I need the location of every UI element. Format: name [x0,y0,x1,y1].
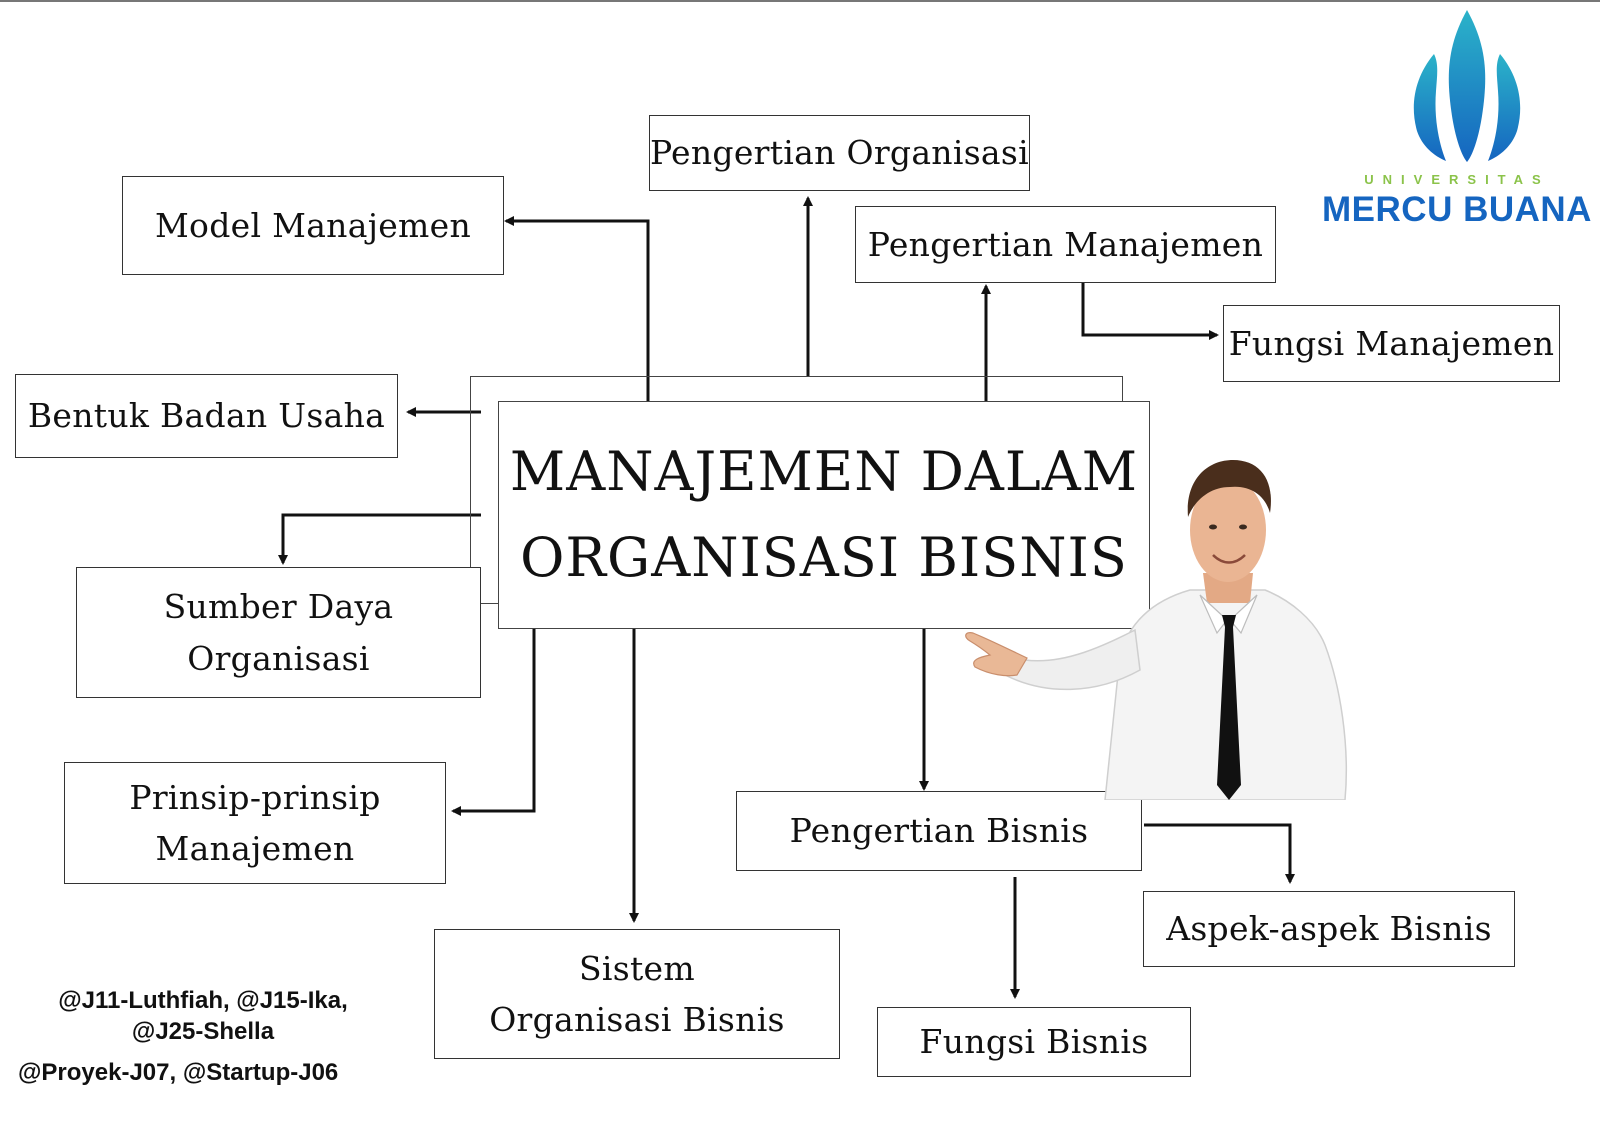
top-border [0,0,1600,2]
node-label: Bentuk Badan Usaha [27,396,386,436]
node-prinsip-manajemen: Prinsip-prinsip Manajemen [64,762,446,884]
node-model-manajemen: Model Manajemen [122,176,504,275]
node-label: Aspek-aspek Bisnis [1166,909,1492,949]
node-label: Pengertian Manajemen [867,224,1264,264]
node-pengertian-bisnis: Pengertian Bisnis [736,791,1142,871]
arrow-to-prinsip-manajemen [451,601,536,816]
arrow-to-model-manajemen [504,216,650,411]
node-label-line1: Sistem [579,948,695,988]
node-label-line2: Organisasi [187,638,370,678]
arrow-to-sumber-daya [278,513,481,565]
node-pengertian-organisasi: Pengertian Organisasi [649,115,1030,191]
node-aspek-aspek-bisnis: Aspek-aspek Bisnis [1143,891,1515,967]
logo-subtitle: UNIVERSITAS [1364,172,1550,187]
node-pengertian-manajemen: Pengertian Manajemen [855,206,1276,283]
credits-line1: @J11-Luthfiah, @J15-Ika, [58,987,348,1014]
node-label: Pengertian Organisasi [650,133,1029,173]
node-label: Fungsi Manajemen [1228,323,1555,363]
node-fungsi-manajemen: Fungsi Manajemen [1223,305,1560,382]
arrow-to-fungsi-manajemen [1081,283,1219,340]
businessman-illustration [965,460,1348,800]
central-topic-line1: MANAJEMEN DALAM [509,439,1139,503]
node-label-line1: Prinsip-prinsip [129,777,381,817]
node-sistem-organisasi-bisnis: Sistem Organisasi Bisnis [434,929,840,1059]
node-label: Fungsi Bisnis [919,1022,1149,1062]
node-label: Pengertian Bisnis [789,811,1089,851]
node-label-line2: Manajemen [155,829,355,868]
node-bentuk-badan-usaha: Bentuk Badan Usaha [15,374,398,458]
central-topic-line2: ORGANISASI BISNIS [520,526,1128,589]
flame-logo-icon [1413,10,1521,162]
node-label-line1: Sumber Daya [163,587,394,627]
node-label: Model Manajemen [154,205,472,245]
node-fungsi-bisnis: Fungsi Bisnis [877,1007,1191,1077]
arrow-to-aspek-bisnis [1144,823,1295,884]
credits-line3: @Proyek-J07, @Startup-J06 [18,1059,339,1086]
credits-line2: @J25-Shella [131,1018,275,1045]
central-topic: MANAJEMEN DALAM ORGANISASI BISNIS [498,401,1150,629]
node-sumber-daya-organisasi: Sumber Daya Organisasi [76,567,481,698]
university-logo: UNIVERSITAS MERCU BUANA [1322,6,1592,229]
node-label-line2: Organisasi Bisnis [489,1000,785,1039]
logo-name: MERCU BUANA [1322,190,1592,229]
author-credits: @J11-Luthfiah, @J15-Ika, @J25-Shella @Pr… [18,985,388,1088]
